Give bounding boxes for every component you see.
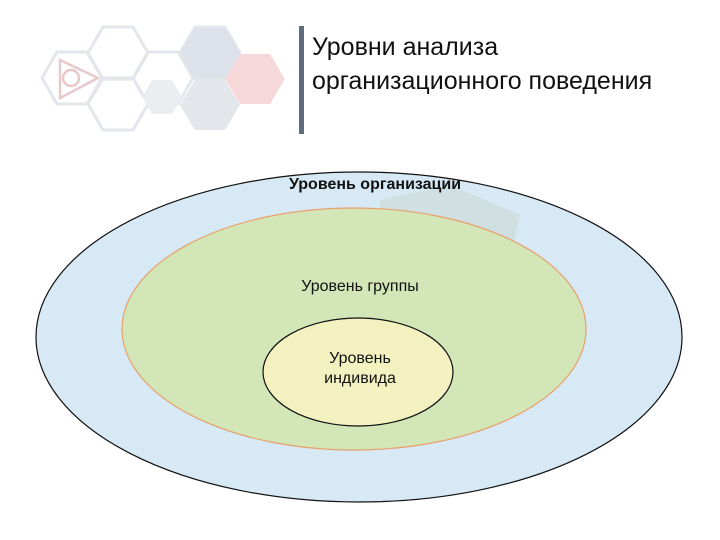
hexagon-filled-small xyxy=(142,80,182,114)
individual-level-label: Уровень индивида xyxy=(290,349,430,389)
circle-mark xyxy=(61,68,81,88)
individual-ellipse xyxy=(262,317,454,427)
hexagon-filled-blue xyxy=(180,28,240,78)
individual-level-label-line-2: индивида xyxy=(324,370,396,387)
slide-title-line-2: организационного поведения xyxy=(312,67,653,95)
hexagon-filled-pink xyxy=(225,54,285,104)
slide-title-line-1: Уровни анализа xyxy=(312,33,499,61)
hexagon-outline-4 xyxy=(86,76,150,132)
organization-level-label: Уровень организации xyxy=(288,176,462,193)
hexagon-filled-gray xyxy=(180,80,240,130)
title-accent-bar xyxy=(299,26,304,134)
group-level-label: Уровень группы xyxy=(301,278,419,295)
slide-title: Уровни анализа организационного поведени… xyxy=(312,30,712,98)
hexagon-logo xyxy=(40,25,285,132)
individual-level-label-line-1: Уровень xyxy=(329,350,391,367)
triangle-mark xyxy=(58,58,101,101)
